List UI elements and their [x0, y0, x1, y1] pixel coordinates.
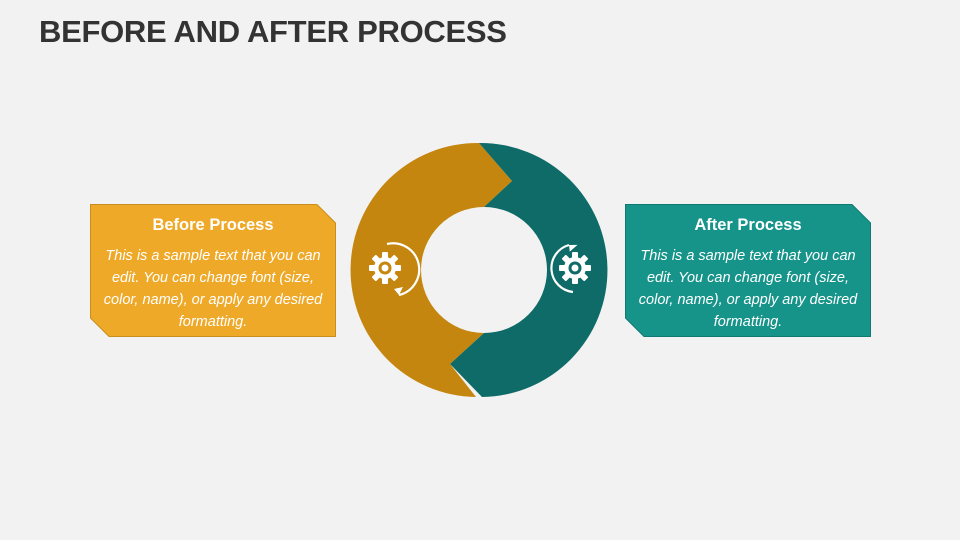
before-process-card: Before Process This is a sample text tha…: [90, 204, 336, 337]
slide-title: BEFORE AND AFTER PROCESS: [39, 14, 507, 49]
before-card-background: [90, 204, 336, 337]
after-process-card: After Process This is a sample text that…: [625, 204, 871, 337]
before-arc: [350, 142, 512, 397]
before-card-title: Before Process: [152, 216, 274, 234]
gear-cycle-icon: [550, 243, 591, 294]
after-arc: [450, 142, 608, 397]
before-card-body: This is a sample text that you can edit.…: [103, 248, 323, 330]
after-card-body: This is a sample text that you can edit.…: [638, 248, 858, 330]
after-card-background: [625, 204, 871, 337]
after-card-title: After Process: [694, 216, 802, 234]
gear-cycle-icon: [369, 242, 421, 297]
